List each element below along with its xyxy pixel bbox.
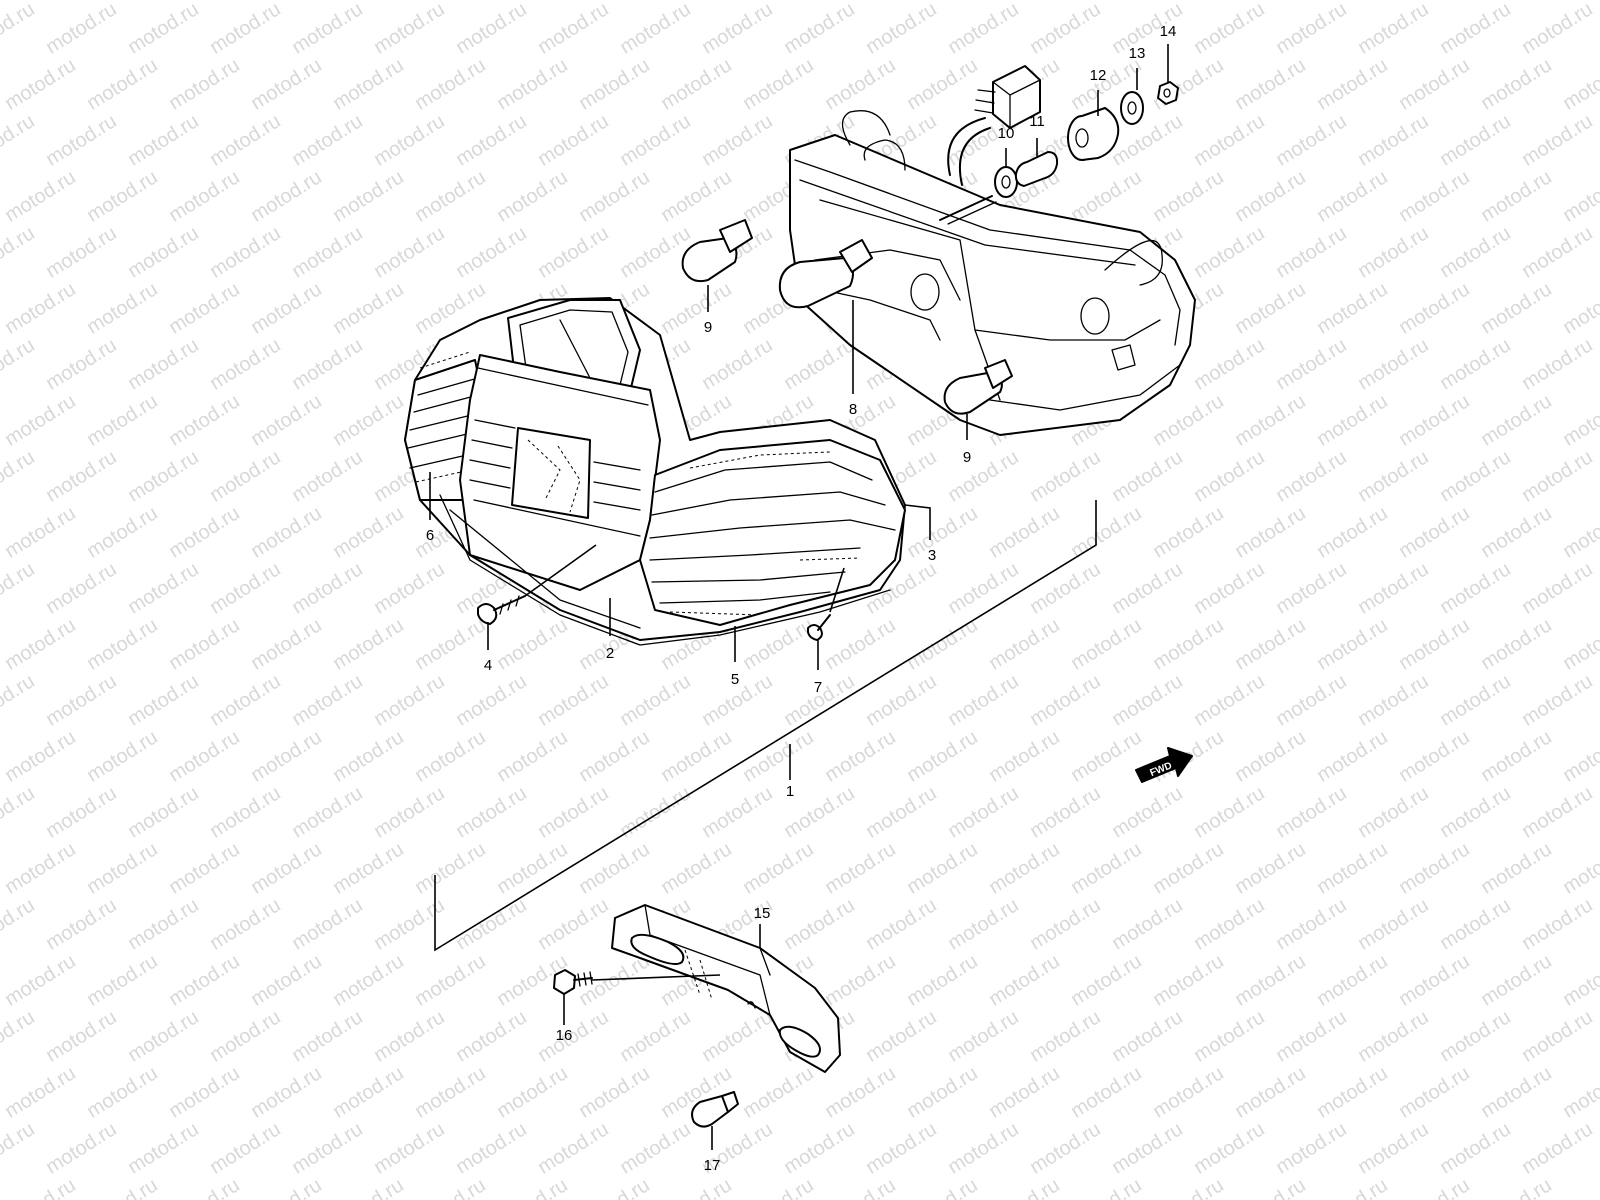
lamp-housing [789, 65, 1196, 436]
callout-p1: 1 [786, 783, 794, 800]
collar-11 [1014, 151, 1059, 187]
assembly-bracket [434, 500, 1097, 952]
callout-p6: 6 [426, 527, 434, 544]
callout-p7: 7 [814, 679, 822, 696]
bolt-16 [553, 969, 576, 995]
nut-14 [1157, 81, 1179, 105]
callout-p15: 15 [754, 905, 771, 922]
callout-p8: 8 [849, 401, 857, 418]
screw-4 [477, 603, 498, 625]
callout-p2: 2 [606, 645, 614, 662]
callout-p10: 10 [998, 125, 1015, 142]
callout-p16: 16 [556, 1027, 573, 1044]
license-bracket [553, 904, 841, 1128]
callout-p9a: 9 [704, 319, 712, 336]
washer-13 [1120, 91, 1144, 125]
callout-p12: 12 [1090, 67, 1107, 84]
callout-p3: 3 [928, 547, 936, 564]
callout-p14: 14 [1160, 23, 1177, 40]
washer-10 [994, 166, 1018, 198]
callout-p9b: 9 [963, 449, 971, 466]
callout-p5: 5 [731, 671, 739, 688]
callout-p4: 4 [484, 657, 492, 674]
bulbs [681, 219, 1013, 415]
forward-arrow-icon: FWD [1135, 747, 1193, 783]
callout-p11: 11 [1029, 113, 1045, 130]
lens-assembly [404, 297, 906, 646]
callout-p13: 13 [1129, 45, 1146, 62]
stud-hardware [994, 81, 1179, 198]
callout-p17: 17 [704, 1157, 721, 1174]
